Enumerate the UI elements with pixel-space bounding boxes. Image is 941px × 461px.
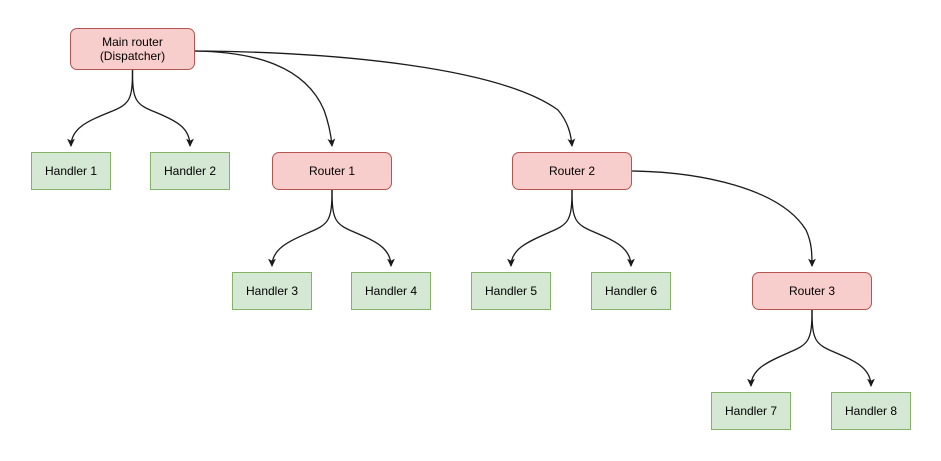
edge-router-2-to-handler-5 [507,189,573,268]
node-handler-6[interactable]: Handler 6 [591,272,671,310]
node-label: Handler 6 [604,284,658,298]
node-main-router[interactable]: Main router (Dispatcher) [70,28,195,70]
node-handler-8[interactable]: Handler 8 [831,392,911,430]
node-label: Handler 7 [724,404,778,418]
node-label: Router 3 [788,284,836,298]
node-router-2[interactable]: Router 2 [512,152,632,190]
node-handler-5[interactable]: Handler 5 [471,272,551,310]
node-label: Handler 1 [44,164,98,178]
edge-router-3-to-handler-8 [811,309,875,388]
edge-router-1-to-handler-4 [331,189,395,268]
edge-router-2-to-handler-6 [571,189,635,268]
edge-main-to-router-2 [194,50,576,148]
node-label: Handler 3 [245,284,299,298]
node-router-3[interactable]: Router 3 [752,272,872,310]
node-label: Main router (Dispatcher) [99,35,166,63]
node-handler-2[interactable]: Handler 2 [150,152,230,190]
node-handler-7[interactable]: Handler 7 [711,392,791,430]
node-handler-4[interactable]: Handler 4 [351,272,431,310]
node-handler-1[interactable]: Handler 1 [31,152,111,190]
edge-main-to-router-1 [194,50,336,148]
node-handler-3[interactable]: Handler 3 [232,272,312,310]
node-label: Router 2 [548,164,596,178]
node-label: Handler 5 [484,284,538,298]
node-label: Router 1 [308,164,356,178]
edge-router-3-to-handler-7 [747,309,813,388]
edge-main-to-handler-2 [131,69,194,148]
edge-router-2-to-router-3 [631,170,816,268]
node-label: Handler 4 [364,284,418,298]
node-router-1[interactable]: Router 1 [272,152,392,190]
node-label: Handler 8 [844,404,898,418]
edge-main-to-handler-1 [67,69,134,148]
node-label: Handler 2 [163,164,217,178]
edge-router-1-to-handler-3 [268,189,333,268]
